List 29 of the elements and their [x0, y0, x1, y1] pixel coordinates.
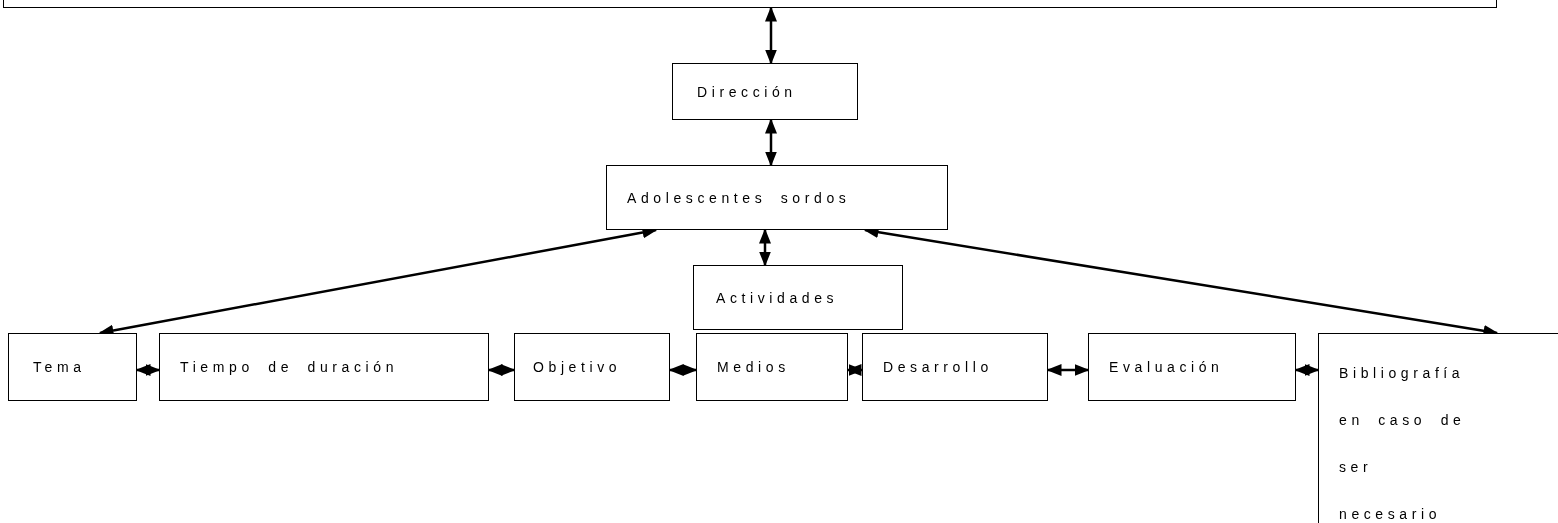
box-label: Tema	[33, 358, 86, 376]
double-arrow	[1046, 364, 1090, 376]
double-arrow	[1294, 364, 1320, 376]
box-label: Objetivo	[533, 358, 622, 376]
box-label: Dirección	[697, 82, 797, 101]
box-label: Tiempo de duración	[180, 358, 399, 376]
double-arrow	[765, 6, 777, 65]
double-arrow	[765, 118, 777, 167]
double-arrow	[135, 364, 161, 376]
process-box	[696, 333, 848, 401]
box-label: Desarrollo	[883, 358, 993, 376]
double-arrow	[668, 364, 698, 376]
process-box	[159, 333, 489, 401]
process-box	[8, 333, 137, 401]
process-box	[1318, 333, 1558, 523]
process-box	[862, 333, 1048, 401]
double-arrow	[487, 364, 516, 376]
process-box	[672, 63, 858, 120]
process-box	[693, 265, 903, 330]
process-box	[606, 165, 948, 230]
box-label: Adolescentes sordos	[627, 188, 851, 207]
process-box	[514, 333, 670, 401]
box-label: Evaluación	[1109, 358, 1224, 376]
process-box	[1088, 333, 1296, 401]
box-label: Medios	[717, 358, 790, 376]
box-label: Bibliografía en caso de ser necesario	[1339, 364, 1467, 523]
double-arrow	[846, 364, 864, 376]
box-label: Actividades	[716, 288, 839, 307]
double-arrow	[759, 228, 771, 267]
